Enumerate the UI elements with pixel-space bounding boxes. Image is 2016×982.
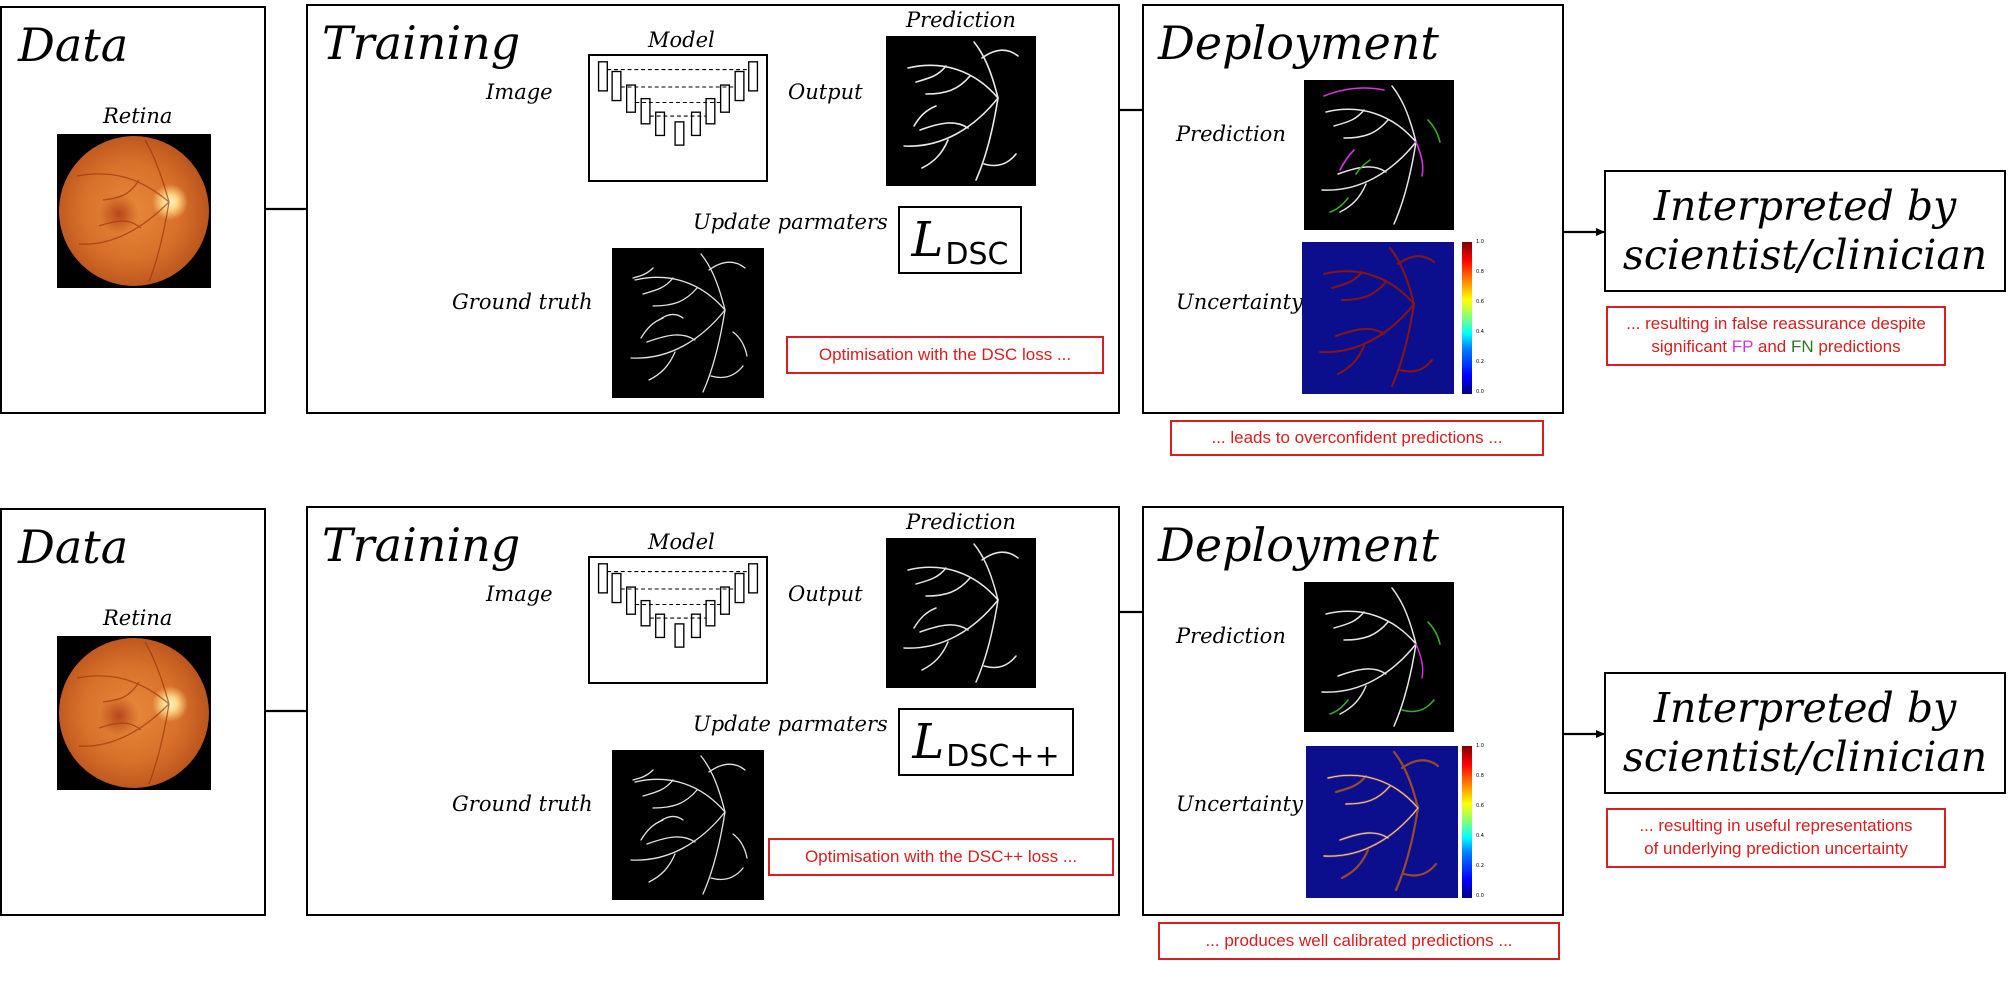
colorbar-tick: 1.0 <box>1476 239 1484 245</box>
loss-subscript: DSC++ <box>946 738 1060 774</box>
model-label: Model <box>648 530 715 554</box>
ground-truth-label: Ground truth <box>452 792 593 816</box>
colorbar-tick: 1.0 <box>1476 743 1484 749</box>
ground-truth-image <box>612 750 764 900</box>
colorbar-tick: 0.2 <box>1476 863 1484 869</box>
loss-symbol: L <box>911 212 944 268</box>
colorbar-tick: 0.0 <box>1476 893 1484 899</box>
prediction-label: Prediction <box>906 8 1016 32</box>
training-prediction-image <box>886 538 1036 688</box>
output-arrow-label: Output <box>788 582 863 606</box>
uncertainty-map-image <box>1306 746 1458 898</box>
colorbar-tick: 0.4 <box>1476 833 1484 839</box>
deployment-title: Deployment <box>1158 16 1439 70</box>
fp-highlight: FP <box>1731 337 1754 356</box>
deploy-prediction-image <box>1304 80 1454 230</box>
colorbar-tick: 0.8 <box>1476 269 1484 275</box>
data-panel: Data Retina <box>0 508 266 916</box>
colorbar-tick: 0.8 <box>1476 773 1484 779</box>
output-arrow-label: Output <box>788 80 863 104</box>
training-title: Training <box>322 518 521 572</box>
retina-label: Retina <box>103 606 173 630</box>
loss-subscript: DSC <box>945 236 1009 272</box>
retina-fundus-image <box>57 636 211 790</box>
deployment-title: Deployment <box>1158 518 1439 572</box>
prediction-label: Prediction <box>906 510 1016 534</box>
fn-highlight: FN <box>1790 337 1814 356</box>
unet-model-diagram <box>588 556 768 684</box>
deploy-uncertainty-label: Uncertainty <box>1176 792 1303 816</box>
training-title: Training <box>322 16 521 70</box>
model-label: Model <box>648 28 715 52</box>
ground-truth-label: Ground truth <box>452 290 593 314</box>
data-panel: Data Retina <box>0 6 266 414</box>
result-note-line-1: ... resulting in useful representations <box>1639 816 1913 836</box>
colorbar-tick: 0.6 <box>1476 803 1484 809</box>
data-title: Data <box>18 18 129 72</box>
uncertainty-colorbar <box>1462 746 1472 898</box>
result-note-line-2: significant FP and FN predictions <box>1651 337 1901 356</box>
retina-fundus-image <box>57 134 211 288</box>
update-parameters-label: Update parmaters <box>693 712 888 736</box>
colorbar-tick: 0.0 <box>1476 389 1484 395</box>
deploy-uncertainty-label: Uncertainty <box>1176 290 1303 314</box>
result-note-line-2: of underlying prediction uncertainty <box>1644 839 1908 858</box>
training-prediction-image <box>886 36 1036 186</box>
deployment-note: ... produces well calibrated predictions… <box>1158 922 1560 960</box>
interpretation-box: Interpreted by scientist/clinician <box>1604 170 2006 292</box>
deploy-prediction-label: Prediction <box>1176 624 1286 648</box>
deployment-note: ... leads to overconfident predictions .… <box>1170 420 1544 456</box>
colorbar-tick: 0.2 <box>1476 359 1484 365</box>
retina-label: Retina <box>103 104 173 128</box>
colorbar-tick: 0.4 <box>1476 329 1484 335</box>
pipeline-row-dsc-plus-plus: Data Retina Training Model <box>0 502 2016 982</box>
interpret-line-2: scientist/clinician <box>1622 231 1988 279</box>
result-note-line-1: ... resulting in false reassurance despi… <box>1626 314 1926 334</box>
uncertainty-map-image <box>1302 242 1454 394</box>
result-note: ... resulting in false reassurance despi… <box>1606 306 1946 366</box>
result-note: ... resulting in useful representations … <box>1606 808 1946 868</box>
training-note: Optimisation with the DSC loss ... <box>786 336 1104 374</box>
uncertainty-colorbar <box>1462 242 1472 394</box>
pipeline-row-dsc: Data Retina Training Model <box>0 0 2016 480</box>
loss-symbol: L <box>912 714 945 770</box>
image-arrow-label: Image <box>486 582 553 606</box>
interpret-line-2: scientist/clinician <box>1622 733 1988 781</box>
interpret-line-1: Interpreted by <box>1653 683 1957 732</box>
deploy-prediction-label: Prediction <box>1176 122 1286 146</box>
update-parameters-label: Update parmaters <box>693 210 888 234</box>
image-arrow-label: Image <box>486 80 553 104</box>
interpret-line-1: Interpreted by <box>1653 181 1957 230</box>
unet-model-diagram <box>588 54 768 182</box>
interpretation-box: Interpreted by scientist/clinician <box>1604 672 2006 794</box>
deploy-prediction-image <box>1304 582 1454 732</box>
data-title: Data <box>18 520 129 574</box>
ground-truth-image <box>612 248 764 398</box>
colorbar-tick: 0.6 <box>1476 299 1484 305</box>
training-note: Optimisation with the DSC++ loss ... <box>768 838 1114 876</box>
